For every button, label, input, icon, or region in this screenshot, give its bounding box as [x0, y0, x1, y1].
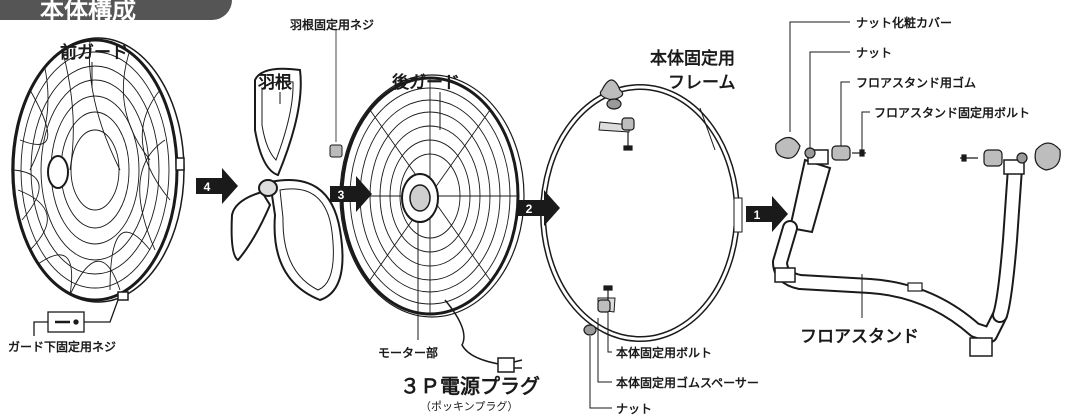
label-nut-cover: ナット化粧カバー [856, 16, 953, 30]
section-title: 本体構成 [40, 0, 136, 24]
label-front-guard: 前ガード [60, 43, 128, 63]
label-body-spacer: 本体固定用ゴムスペーサー [616, 376, 759, 390]
stand-hardware-right [960, 142, 1061, 171]
guard-screw-callout [33, 299, 119, 336]
label-plug: ３Ｐ電源プラグ [400, 374, 540, 398]
step-3-label: 3 [338, 188, 345, 202]
section-header-badge: 本体構成 [0, 0, 232, 24]
step-4-arrow [196, 168, 238, 204]
label-plug-sub: （ポッキンプラグ） [420, 400, 519, 413]
step-2-label: 2 [526, 202, 533, 216]
floor-stand-drawing [772, 149, 1025, 357]
leader-lines [91, 21, 870, 409]
label-body-frame-1: 本体固定用 [650, 49, 735, 69]
blade-screw-drawing [329, 30, 343, 158]
label-stand-rubber: フロアスタンド用ゴム [856, 76, 977, 90]
label-nut-top: ナット [856, 46, 893, 60]
frame-top-hardware [599, 79, 635, 151]
label-nut-bottom: ナット [616, 402, 653, 416]
step-3-arrow [330, 176, 372, 212]
step-2-arrow [518, 190, 560, 226]
label-stand-bolt: フロアスタンド固定用ボルト [874, 106, 1031, 120]
label-body-bolt: 本体固定用ボルト [616, 346, 713, 360]
label-body-frame-2: フレーム [668, 73, 736, 93]
frame-bottom-hardware [583, 285, 613, 336]
step-1-arrow [746, 196, 788, 232]
label-blade: 羽根 [258, 73, 292, 93]
step-1-label: 1 [754, 208, 761, 222]
front-guard-drawing [11, 37, 185, 303]
step-arrows [196, 168, 788, 232]
label-rear-guard: 後ガード [392, 73, 460, 93]
label-motor: モーター部 [378, 346, 439, 360]
body-frame-drawing [540, 84, 743, 342]
label-floor-stand: フロアスタンド [800, 327, 919, 347]
rear-guard-drawing [339, 74, 525, 373]
label-guard-screw: ガード下固定用ネジ [8, 340, 117, 354]
step-4-label: 4 [204, 180, 211, 194]
label-blade-screw: 羽根固定用ネジ [290, 18, 375, 32]
blade-drawing [230, 67, 344, 302]
